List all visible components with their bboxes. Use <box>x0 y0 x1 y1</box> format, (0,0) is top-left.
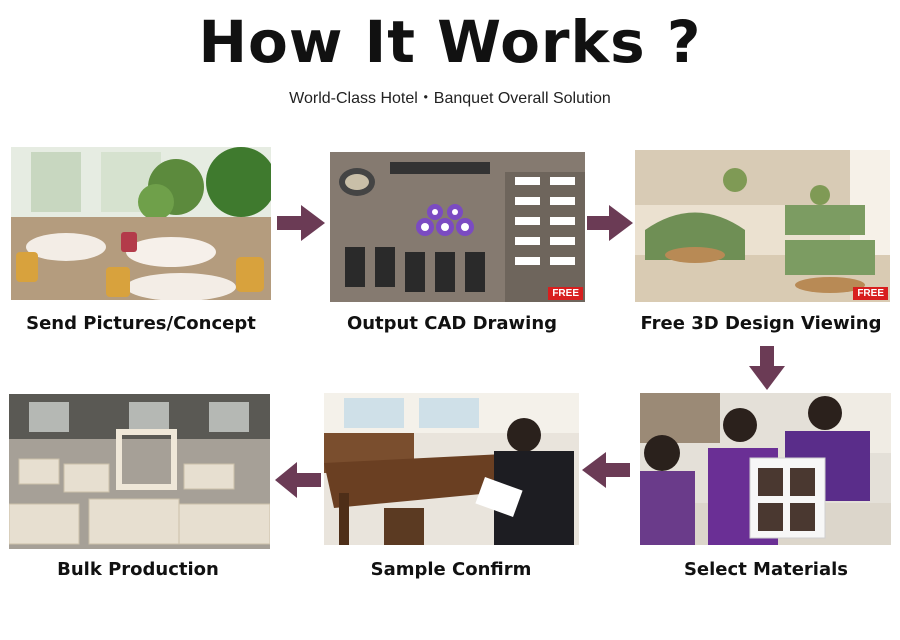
step-1-label: Send Pictures/Concept <box>26 313 256 334</box>
arrow-right-icon <box>277 205 325 241</box>
step-2-label: Output CAD Drawing <box>346 313 558 334</box>
free-badge: FREE <box>853 287 888 300</box>
free-badge: FREE <box>548 287 583 300</box>
arrow-left-icon <box>582 452 630 488</box>
step-2-image: FREE <box>330 152 585 302</box>
step-1-image <box>11 147 271 300</box>
page-title: How It Works ? <box>198 8 702 76</box>
arrow-down-icon <box>749 346 785 390</box>
arrow-left-icon <box>275 462 321 498</box>
step-4-label: Select Materials <box>683 559 849 580</box>
page-subtitle: World-Class Hotel・Banquet Overall Soluti… <box>289 90 611 107</box>
step-4-image <box>640 393 891 545</box>
step-6-image <box>9 394 270 549</box>
step-3-label: Free 3D Design Viewing <box>640 313 882 334</box>
step-5-image <box>324 393 579 545</box>
arrow-right-icon <box>587 205 633 241</box>
step-6-label: Bulk Production <box>57 559 219 580</box>
step-3-image: FREE <box>635 150 890 302</box>
step-5-label: Sample Confirm <box>370 559 532 580</box>
